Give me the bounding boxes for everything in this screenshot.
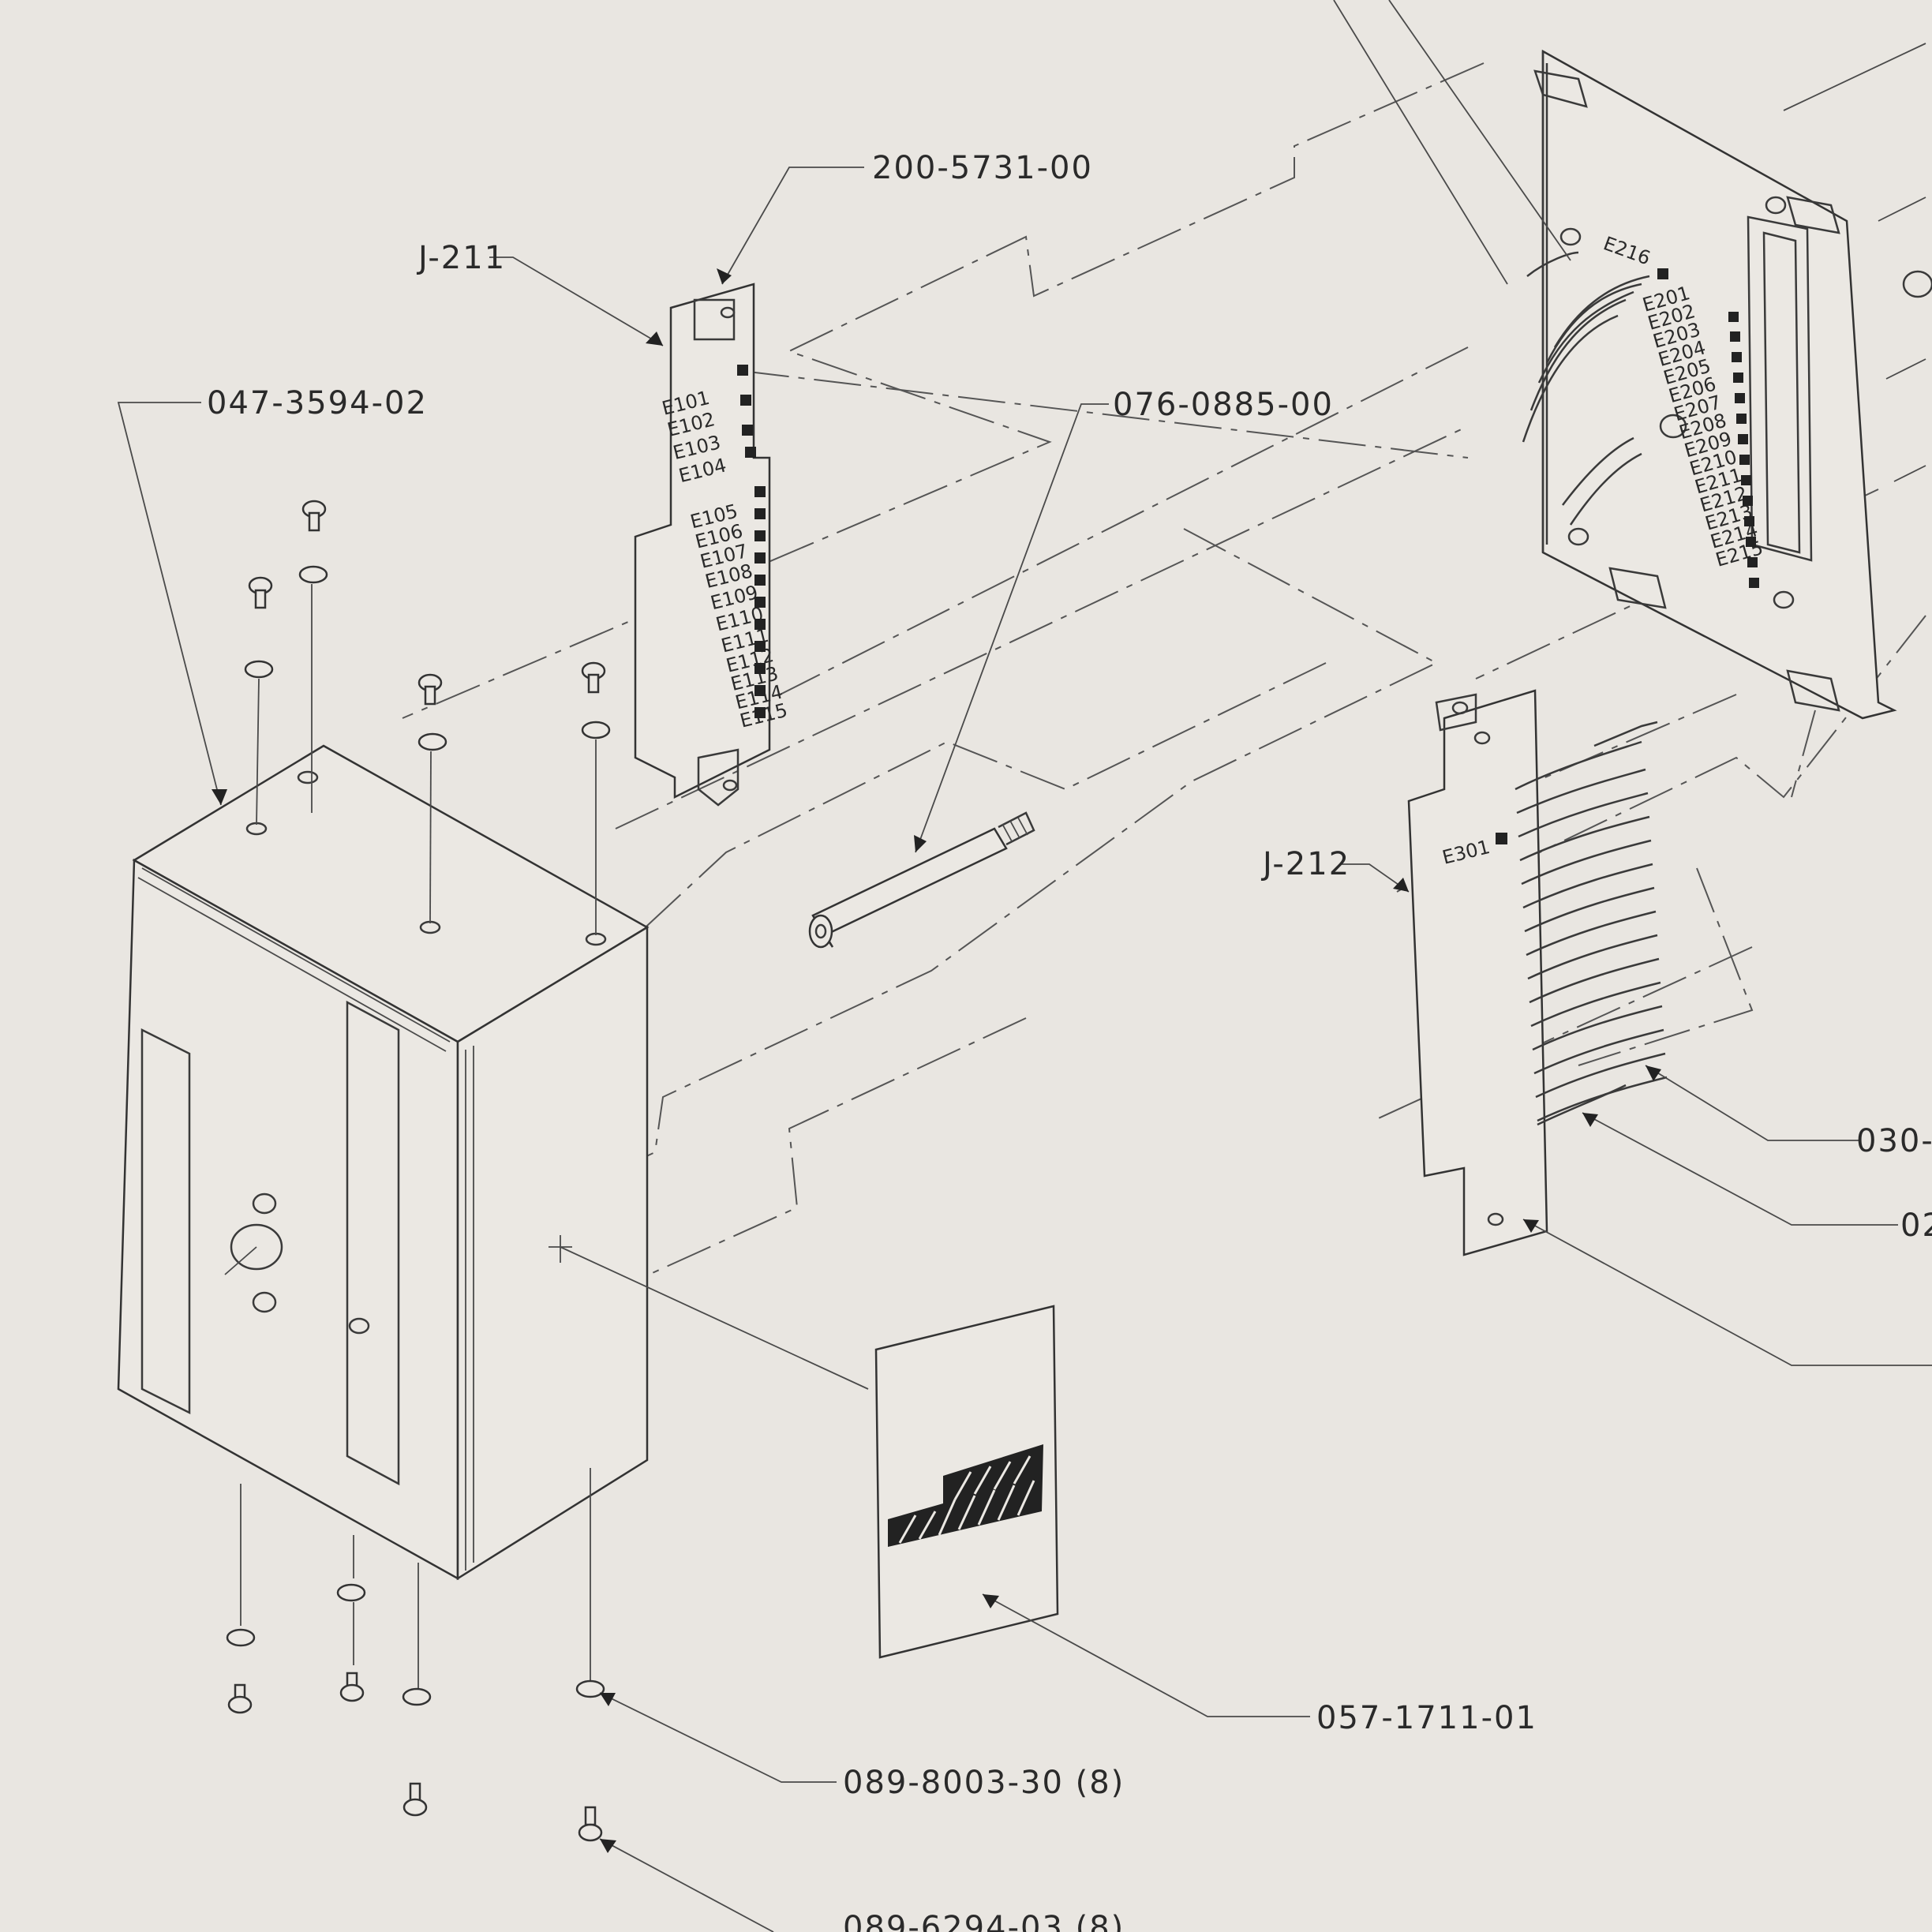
callout-030: 030- xyxy=(1856,1123,1932,1159)
washer-icon xyxy=(575,1679,605,1698)
washer-icon xyxy=(402,1687,432,1706)
wire-harness xyxy=(1522,251,1650,526)
washer-icon xyxy=(417,732,447,751)
callout-j212: J-212 xyxy=(1260,846,1350,882)
j211-terminal-board: E101 E102 E103 E104 E105 E106 E107 E108 … xyxy=(634,283,790,807)
j212-terminal-board: E301 xyxy=(1407,689,1668,1256)
callout-057-1711-01: 057-1711-01 xyxy=(1316,1700,1537,1736)
callout-089-8003-30: 089-8003-30 (8) xyxy=(843,1765,1125,1801)
callout-089-6294-03: 089-6294-03 (8) xyxy=(843,1910,1125,1932)
washer-icon xyxy=(336,1583,366,1602)
screw-icon xyxy=(578,1806,603,1842)
screw-icon xyxy=(301,500,327,532)
washer-icon xyxy=(581,721,611,739)
hardware-bottom xyxy=(226,1468,605,1842)
screw-icon xyxy=(402,1782,428,1817)
enclosure-box xyxy=(117,744,869,1581)
terminal-pads xyxy=(737,365,766,718)
leader-lines xyxy=(117,167,1932,1932)
callout-047-3594-02: 047-3594-02 xyxy=(207,385,428,421)
wire-comb xyxy=(1515,721,1668,1126)
washer-icon xyxy=(244,660,274,679)
screw-icon xyxy=(417,673,443,706)
rear-chassis-panel: E216 E201 E202 E203 E204 E205 E206 E207 … xyxy=(1333,0,1932,720)
callout-labels: 200-5731-00 J-211 047-3594-02 076-0885-0… xyxy=(207,150,1932,1932)
terminal-pads xyxy=(1728,312,1759,588)
callout-j211: J-211 xyxy=(416,240,506,276)
callout-200-5731-00: 200-5731-00 xyxy=(872,150,1093,186)
label-card xyxy=(874,1305,1059,1659)
callout-02: 02 xyxy=(1900,1208,1932,1244)
standoff-part xyxy=(808,811,1035,949)
screw-icon xyxy=(248,576,273,609)
screw-icon xyxy=(339,1672,365,1702)
screw-icon xyxy=(227,1683,253,1714)
hardware-top xyxy=(244,500,611,935)
callout-076-0885-00: 076-0885-00 xyxy=(1113,387,1334,423)
washer-icon xyxy=(298,565,328,584)
screw-icon xyxy=(581,661,606,694)
leader-arrows xyxy=(212,268,1661,1853)
washer-icon xyxy=(226,1628,256,1647)
